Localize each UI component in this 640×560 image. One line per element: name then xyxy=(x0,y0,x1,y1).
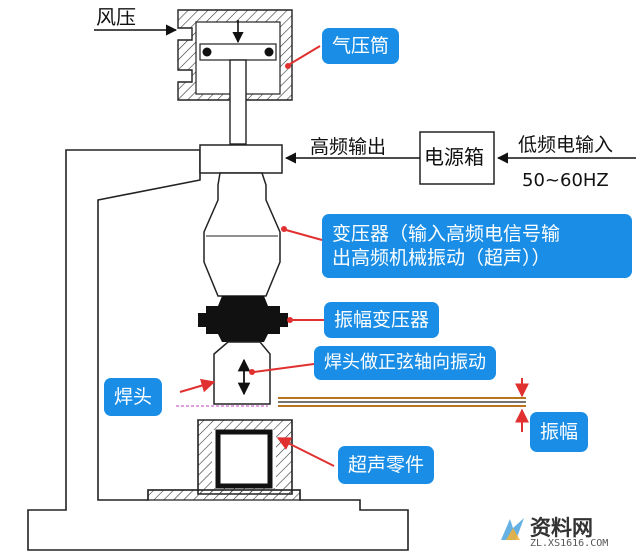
callout-transformer-line2: 出高频机械振动（超声）） xyxy=(332,247,551,269)
callout-amplitude-transformer: 振幅变压器 xyxy=(324,302,440,338)
welding-horn xyxy=(213,341,271,405)
callout-amplitude: 振幅 xyxy=(530,412,589,452)
callout-transformer-line1: 变压器（输入高频电信号输 xyxy=(332,223,561,245)
callout-transformer: 变压器（输入高频电信号输 出高频机械振动（超声）） xyxy=(322,214,632,278)
booster-block xyxy=(198,296,288,342)
callout-ultrasonic-part: 超声零件 xyxy=(338,446,435,484)
transducer-body xyxy=(203,172,281,297)
callout-weld-head: 焊头 xyxy=(104,378,163,416)
callout-cylinder: 气压筒 xyxy=(322,28,400,64)
frequency-label: 50~60HZ xyxy=(522,170,609,191)
air-cylinder xyxy=(177,9,293,145)
watermark-brand: 资料网 xyxy=(530,516,593,540)
air-pressure-label: 风压 xyxy=(96,5,136,29)
amplitude-lines xyxy=(278,378,529,432)
fixture-block xyxy=(147,419,301,501)
callout-leaders xyxy=(179,45,335,467)
power-box-label: 电源箱 xyxy=(424,145,484,169)
watermark-logo-icon xyxy=(498,514,528,544)
mounting-block xyxy=(199,144,283,174)
callout-weld-head-motion: 焊头做正弦轴向振动 xyxy=(314,346,496,380)
high-freq-output-label: 高频输出 xyxy=(310,136,387,158)
low-freq-input-label: 低频电输入 xyxy=(518,134,614,156)
watermark-site: ZL.XS1616.COM xyxy=(530,538,609,549)
